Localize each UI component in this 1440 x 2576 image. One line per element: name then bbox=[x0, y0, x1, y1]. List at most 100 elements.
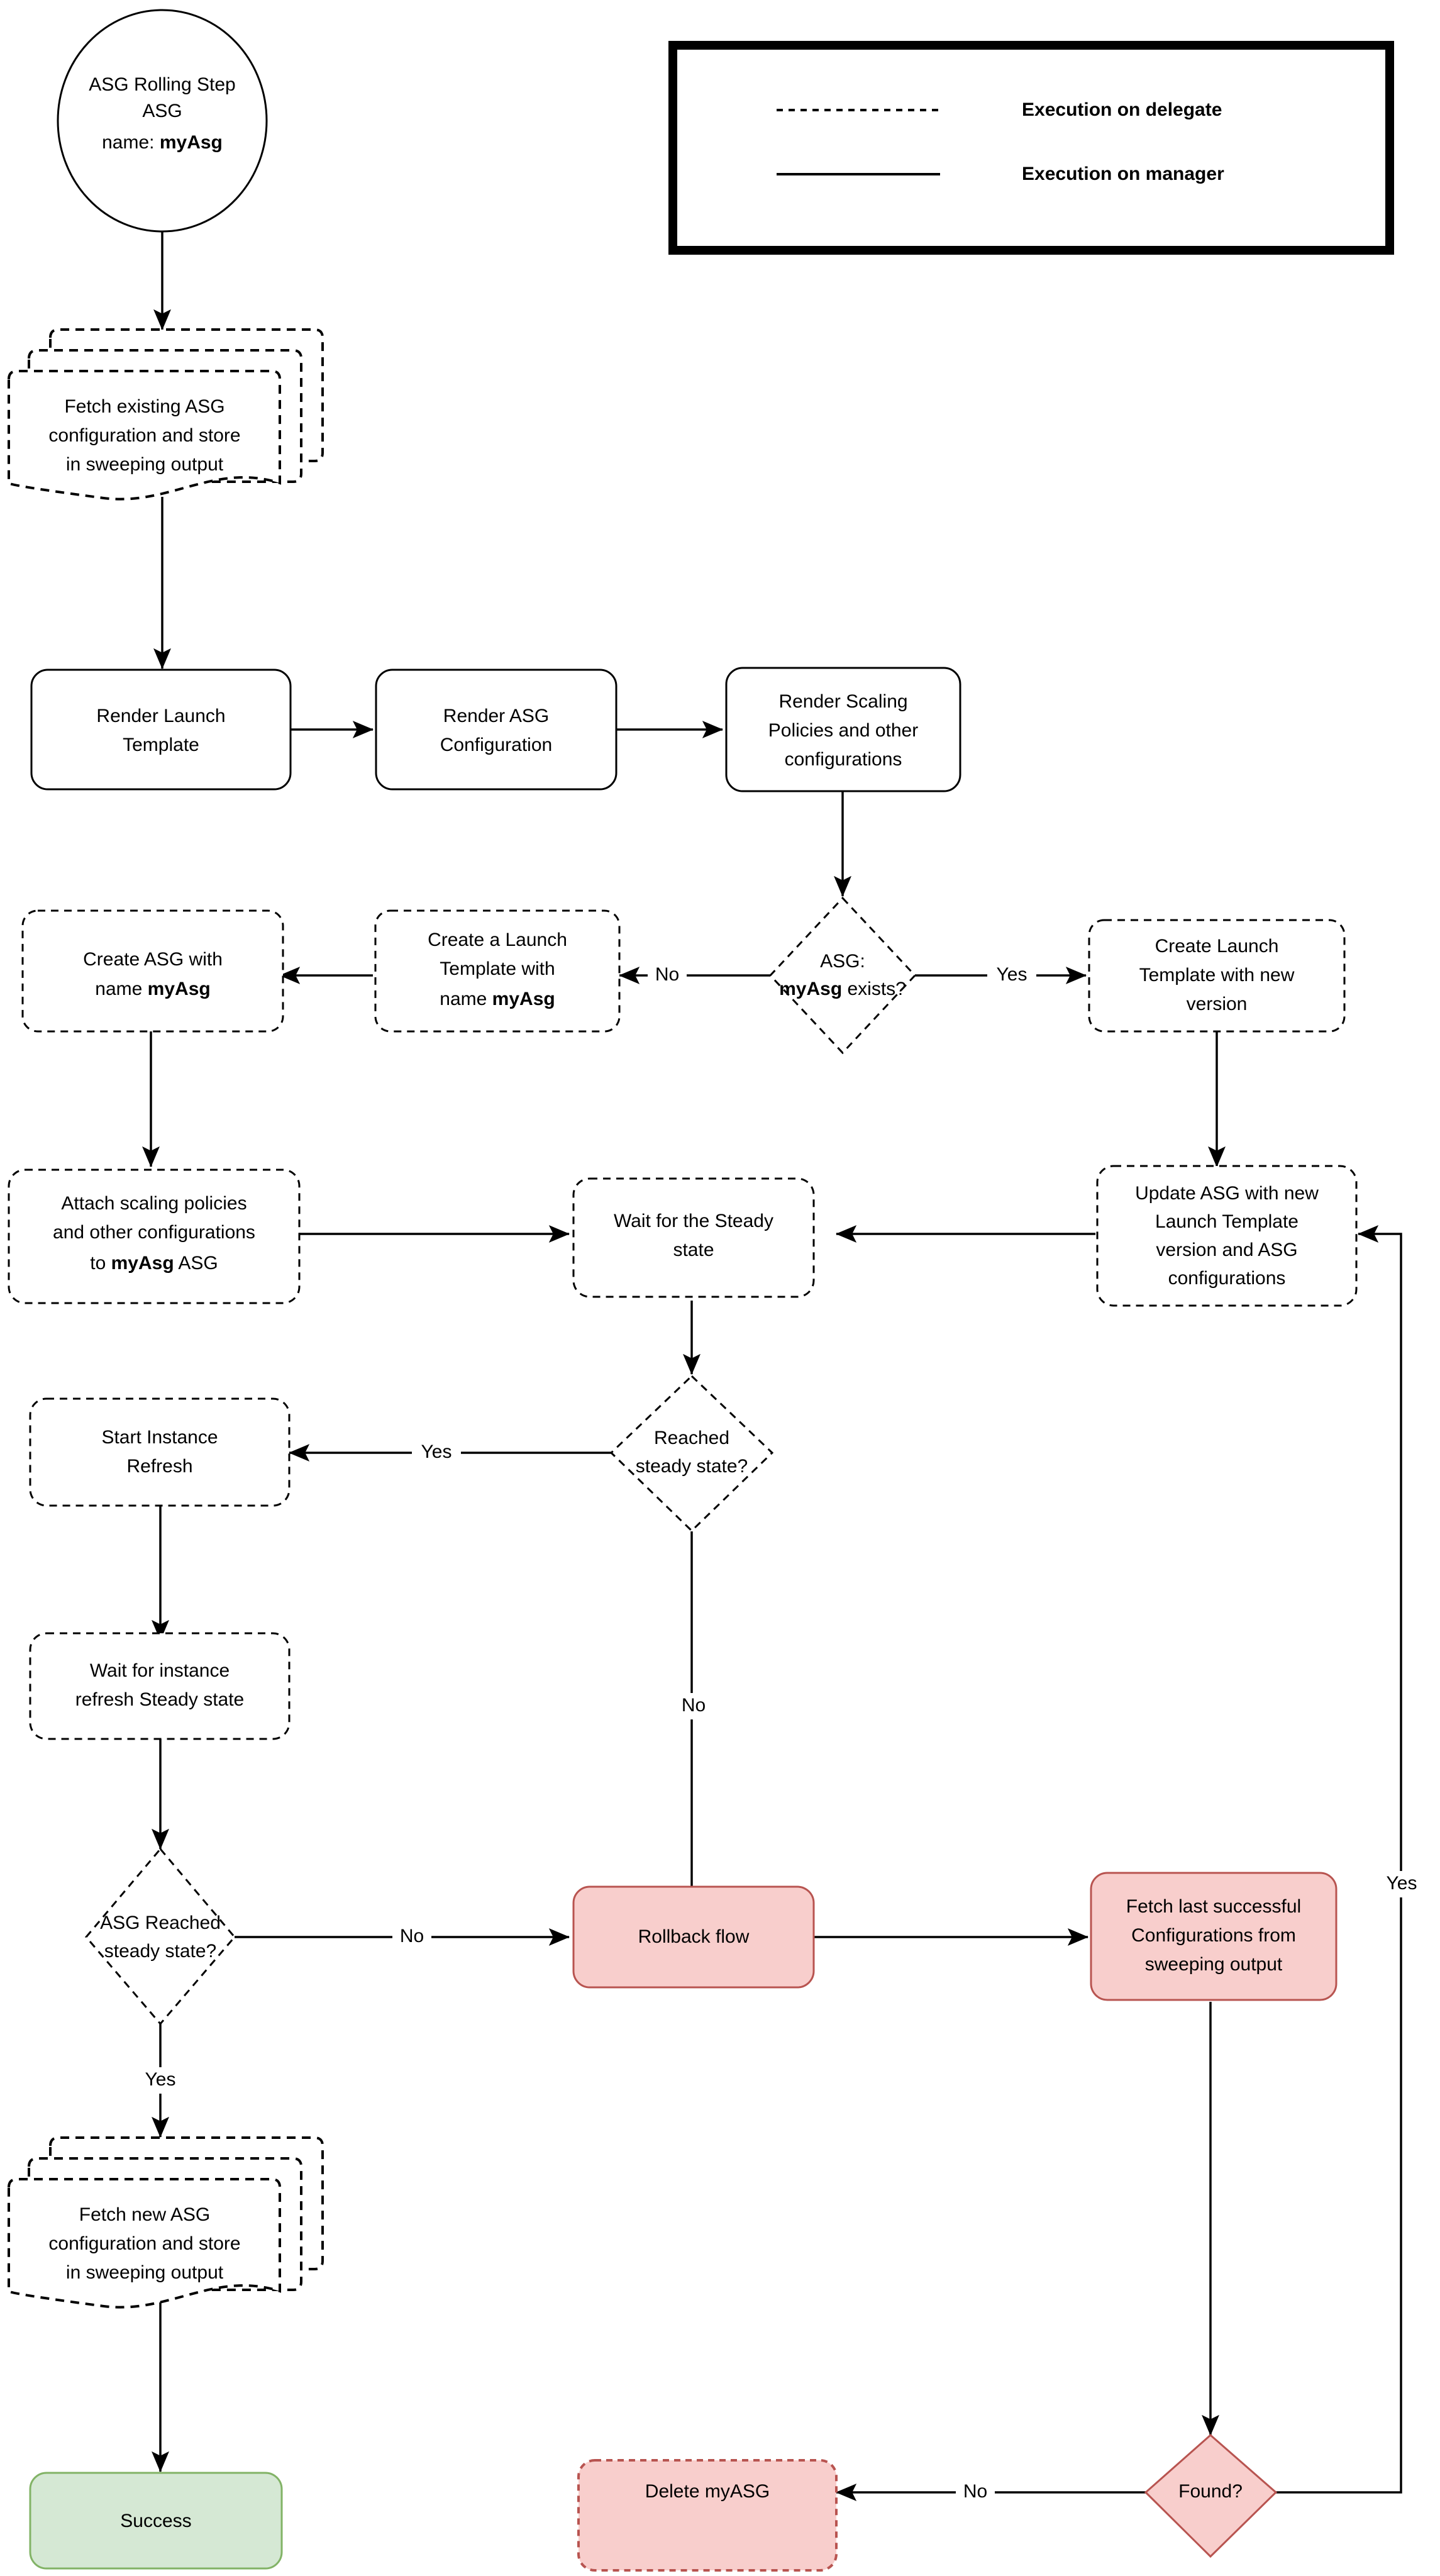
fetch-existing-label-line1: Fetch existing ASG bbox=[64, 396, 224, 417]
node-render-asg-configuration[interactable]: Render ASG Configuration bbox=[375, 669, 618, 791]
node-found-decision[interactable]: Found? bbox=[1144, 2434, 1278, 2558]
node-start[interactable]: ASG Rolling Step ASG name: myAsg bbox=[57, 9, 268, 233]
create-lt-new-label-line1: Create Launch bbox=[1155, 936, 1279, 957]
start-instance-refresh-shape bbox=[29, 1397, 291, 1507]
fetch-last-successful-shape bbox=[1090, 1872, 1338, 2001]
edge-labels: No Yes Yes No No Yes No Yes bbox=[136, 962, 1426, 2506]
start-label-line1: ASG Rolling Step bbox=[89, 74, 235, 95]
create-asg-name-value: myAsg bbox=[148, 979, 211, 999]
node-wait-steady-state[interactable]: Wait for the Steady state bbox=[572, 1177, 815, 1298]
edge-label-found-yes: Yes bbox=[1387, 1873, 1417, 1894]
create-asg-with-name-shape bbox=[21, 909, 284, 1033]
node-wait-instance-refresh[interactable]: Wait for instance refresh Steady state bbox=[29, 1632, 291, 1740]
fetch-last-successful-label-line1: Fetch last successful bbox=[1126, 1896, 1301, 1917]
fetch-existing-label-line2: configuration and store bbox=[48, 425, 240, 446]
create-a-lt-label-line2: Template with bbox=[440, 958, 555, 979]
node-create-launch-template-new-version[interactable]: Create Launch Template with new version bbox=[1088, 919, 1346, 1033]
fetch-existing-label-line3: in sweeping output bbox=[66, 454, 224, 475]
node-fetch-last-successful[interactable]: Fetch last successful Configurations fro… bbox=[1090, 1872, 1338, 2001]
legend-label-delegate: Execution on delegate bbox=[1022, 99, 1222, 120]
start-label-line2: ASG bbox=[142, 101, 182, 121]
node-render-scaling-policies[interactable]: Render Scaling Policies and other config… bbox=[725, 667, 961, 792]
edge-found-yes-loop bbox=[1276, 1225, 1402, 2494]
node-reached-steady-state-decision[interactable]: Reached steady state? bbox=[609, 1374, 774, 1533]
node-asg-reached-steady-state-decision[interactable]: ASG Reached steady state? bbox=[85, 1847, 236, 2026]
node-render-launch-template[interactable]: Render Launch Template bbox=[30, 669, 292, 791]
reached-steady-label-line2: steady state? bbox=[636, 1456, 748, 1477]
asg-reached-steady-label-line2: steady state? bbox=[104, 1941, 216, 1962]
success-shape bbox=[29, 2472, 283, 2570]
update-asg-label-line4: configurations bbox=[1168, 1268, 1286, 1289]
found-label: Found? bbox=[1178, 2481, 1243, 2502]
create-asg-label-line2: name myAsg bbox=[95, 979, 210, 999]
node-fetch-existing-asg[interactable]: Fetch existing ASG configuration and sto… bbox=[8, 328, 324, 501]
asg-exists-label-name: myAsg bbox=[779, 979, 842, 999]
edge-label-asg-exists-no: No bbox=[655, 964, 679, 985]
render-scaling-policies-label-line1: Render Scaling bbox=[778, 691, 907, 712]
fetch-new-doc-front bbox=[8, 2178, 281, 2309]
node-delete-myasg[interactable]: Delete myASG bbox=[577, 2459, 838, 2572]
node-rollback-flow[interactable]: Rollback flow bbox=[572, 1885, 815, 1989]
fetch-new-label-line3: in sweeping output bbox=[66, 2262, 224, 2283]
edges bbox=[142, 231, 1402, 2501]
update-asg-label-line2: Launch Template bbox=[1155, 1211, 1299, 1232]
rollback-flow-shape bbox=[572, 1885, 815, 1989]
render-scaling-policies-shape bbox=[725, 667, 961, 792]
attach-scaling-name-prefix: to bbox=[90, 1253, 111, 1274]
wait-instance-refresh-shape bbox=[29, 1632, 291, 1740]
asg-exists-label-exists: exists? bbox=[842, 979, 906, 999]
create-asg-label-line1: Create ASG with bbox=[83, 949, 223, 970]
start-ellipse-shape bbox=[57, 9, 268, 233]
node-create-a-launch-template[interactable]: Create a Launch Template with name myAsg bbox=[374, 909, 621, 1033]
wait-instance-refresh-label-line2: refresh Steady state bbox=[75, 1689, 244, 1710]
create-a-lt-name-value: myAsg bbox=[492, 989, 555, 1009]
node-fetch-new-asg[interactable]: Fetch new ASG configuration and store in… bbox=[8, 2136, 324, 2309]
rollback-flow-label: Rollback flow bbox=[638, 1926, 750, 1947]
node-create-asg-with-name[interactable]: Create ASG with name myAsg bbox=[21, 909, 284, 1033]
update-asg-label-line1: Update ASG with new bbox=[1135, 1183, 1319, 1204]
edge-label-reached-steady-yes: Yes bbox=[421, 1441, 452, 1462]
delete-myasg-label: Delete myASG bbox=[645, 2481, 770, 2502]
wait-steady-label-line2: state bbox=[673, 1240, 714, 1260]
edge-label-asg-reached-no: No bbox=[400, 1926, 424, 1946]
start-label-line3: name: myAsg bbox=[102, 132, 223, 153]
wait-steady-label-line1: Wait for the Steady bbox=[614, 1211, 773, 1231]
node-start-instance-refresh[interactable]: Start Instance Refresh bbox=[29, 1397, 291, 1507]
start-instance-refresh-label-line1: Start Instance bbox=[101, 1427, 218, 1448]
attach-scaling-label-line3: to myAsg ASG bbox=[90, 1253, 218, 1274]
success-label: Success bbox=[120, 2511, 191, 2531]
fetch-new-label-line2: configuration and store bbox=[48, 2233, 240, 2254]
delete-myasg-shape bbox=[577, 2459, 838, 2572]
attach-scaling-policies-shape bbox=[8, 1169, 301, 1304]
edge-label-reached-steady-no: No bbox=[682, 1695, 706, 1716]
edge-label-asg-reached-yes: Yes bbox=[145, 2069, 176, 2090]
node-asg-exists-decision[interactable]: ASG: myAsg exists? bbox=[768, 896, 917, 1055]
fetch-new-label-line1: Fetch new ASG bbox=[79, 2204, 210, 2225]
start-label-name-prefix: name: bbox=[102, 132, 160, 153]
create-asg-name-prefix: name bbox=[95, 979, 147, 999]
found-diamond-shape bbox=[1144, 2434, 1278, 2558]
asg-exists-label-line2: myAsg exists? bbox=[779, 979, 906, 999]
reached-steady-label-line1: Reached bbox=[654, 1428, 729, 1448]
node-update-asg[interactable]: Update ASG with new Launch Template vers… bbox=[1096, 1165, 1358, 1307]
edge-label-asg-exists-yes: Yes bbox=[997, 964, 1027, 985]
attach-scaling-label-line2: and other configurations bbox=[53, 1222, 255, 1243]
node-success[interactable]: Success bbox=[29, 2472, 283, 2570]
fetch-last-successful-label-line2: Configurations from bbox=[1131, 1925, 1296, 1946]
create-a-lt-name-prefix: name bbox=[440, 989, 492, 1009]
render-scaling-policies-label-line2: Policies and other bbox=[768, 720, 918, 741]
render-asg-configuration-label-line2: Configuration bbox=[440, 735, 552, 755]
create-lt-new-label-line3: version bbox=[1187, 994, 1248, 1014]
fetch-existing-doc-front bbox=[8, 370, 281, 501]
update-asg-shape bbox=[1096, 1165, 1358, 1307]
render-asg-configuration-label-line1: Render ASG bbox=[443, 706, 549, 726]
update-asg-label-line3: version and ASG bbox=[1156, 1240, 1297, 1260]
node-attach-scaling-policies[interactable]: Attach scaling policies and other config… bbox=[8, 1169, 301, 1304]
legend-box bbox=[668, 41, 1394, 255]
render-launch-template-label-line1: Render Launch bbox=[96, 706, 225, 726]
asg-exists-diamond-shape bbox=[768, 896, 917, 1055]
attach-scaling-label-line1: Attach scaling policies bbox=[61, 1193, 246, 1214]
render-asg-configuration-shape bbox=[375, 669, 618, 791]
